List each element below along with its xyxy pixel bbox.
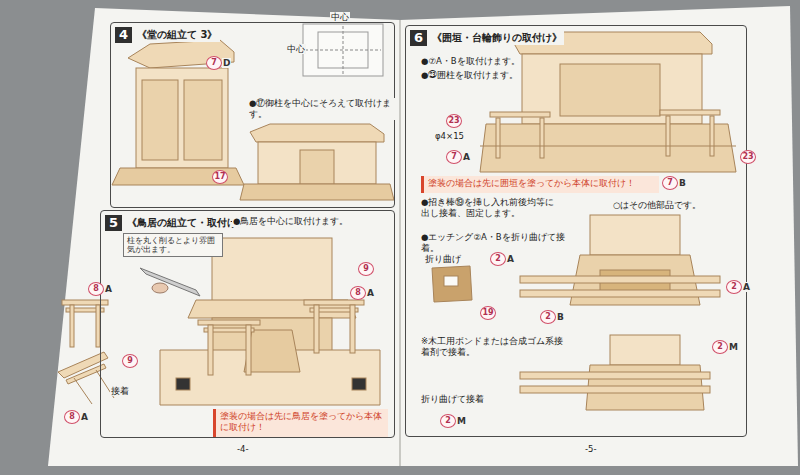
step-heading: 4《堂の組立て 3》 <box>115 27 220 43</box>
warning-note: 塗装の場合は先に囲垣を塗ってから本体に取付け！ <box>421 176 659 193</box>
note-text: 中心 <box>286 44 306 54</box>
part-letter: M <box>728 342 739 352</box>
callout-number: 17 <box>212 170 228 184</box>
instruction-text: ※木工用ボンドまたは合成ゴム系接着剤で接着。 <box>420 336 572 358</box>
callout-number: 2 <box>440 414 456 428</box>
note-text: -4- <box>236 444 250 454</box>
callout-number: 8 <box>88 282 104 296</box>
step-number: 5 <box>105 215 122 231</box>
part-letter: A <box>104 284 113 294</box>
part-letter: A <box>366 288 375 298</box>
callout-number: 23 <box>740 150 756 164</box>
step-panel: 5《鳥居の組立て・取付け》柱を丸く削るとより雰囲気が出ます。塗装の場合は先に鳥居… <box>100 210 395 438</box>
note-text: -5- <box>584 444 598 454</box>
note-text: 接着 <box>110 386 130 396</box>
instruction-text: ●⑰御柱を中心にそろえて取付けます。 <box>248 98 395 120</box>
part-letter: M <box>456 416 467 426</box>
step-panel: 6《囲垣・台輪飾りの取付け》塗装の場合は先に囲垣を塗ってから本体に取付け！ <box>405 25 747 437</box>
warning-note: 塗装の場合は先に鳥居を塗ってから本体に取付け！ <box>213 409 388 437</box>
instruction-text: ●エッチング②A・Bを折り曲げて接着。 <box>420 232 572 254</box>
callout-number: 2 <box>490 252 506 266</box>
step-title: 《囲垣・台輪飾りの取付け》 <box>430 31 564 45</box>
part-letter: B <box>678 178 687 188</box>
right-page <box>400 6 798 466</box>
warning-text: 塗装の場合は先に鳥居を塗ってから本体に取付け！ <box>220 411 384 433</box>
instruction-text: ●㉓囲柱を取付けます。 <box>420 70 519 81</box>
left-page <box>48 8 400 466</box>
note-text: 折り曲げ <box>424 254 462 264</box>
note-text: 折り曲げて接着 <box>420 394 485 404</box>
part-letter: A <box>506 254 515 264</box>
step-title: 《堂の組立て 3》 <box>135 28 219 42</box>
step-heading: 6《囲垣・台輪飾りの取付け》 <box>410 30 564 46</box>
step4-art <box>112 24 394 200</box>
step5-art <box>58 238 380 405</box>
instruction-text: ●招き棒⑲を挿し入れ前後均等に出し接着、固定します。 <box>420 197 562 219</box>
callout-number: 9 <box>358 262 374 276</box>
instruction-text: ○はその他部品です。 <box>612 200 702 211</box>
part-letter: A <box>742 282 751 292</box>
callout-number: 2 <box>726 280 742 294</box>
note-text: φ4×15 <box>434 131 465 141</box>
callout-number: 8 <box>64 410 80 424</box>
page-fold <box>399 20 401 466</box>
part-letter: A <box>80 412 89 422</box>
step-heading: 5《鳥居の組立て・取付け》 <box>105 215 249 231</box>
part-letter: B <box>556 312 565 322</box>
tip-text: 柱を丸く削るとより雰囲気が出ます。 <box>127 236 219 254</box>
step-title: 《鳥居の組立て・取付け》 <box>125 216 249 230</box>
instruction-text: ●⑦A・Bを取付けます。 <box>420 56 521 67</box>
callout-number: 7 <box>206 56 222 70</box>
callout-number: 7 <box>662 176 678 190</box>
part-letter: A <box>462 152 471 162</box>
callout-number: 23 <box>446 114 462 128</box>
note-text: 中心 <box>330 12 350 22</box>
tip-inset: 柱を丸く削るとより雰囲気が出ます。 <box>123 233 223 257</box>
warning-text: 塗装の場合は先に囲垣を塗ってから本体に取付け！ <box>428 178 655 189</box>
instruction-text: ●鳥居を中心に取付けます。 <box>232 216 349 227</box>
callout-number: 2 <box>712 340 728 354</box>
step-number: 6 <box>410 30 427 46</box>
callout-number: 19 <box>480 306 496 320</box>
step-number: 4 <box>115 27 132 43</box>
callout-number: 8 <box>350 286 366 300</box>
callout-number: 7 <box>446 150 462 164</box>
part-letter: D <box>222 58 231 68</box>
callout-number: 9 <box>122 354 138 368</box>
callout-number: 2 <box>540 310 556 324</box>
